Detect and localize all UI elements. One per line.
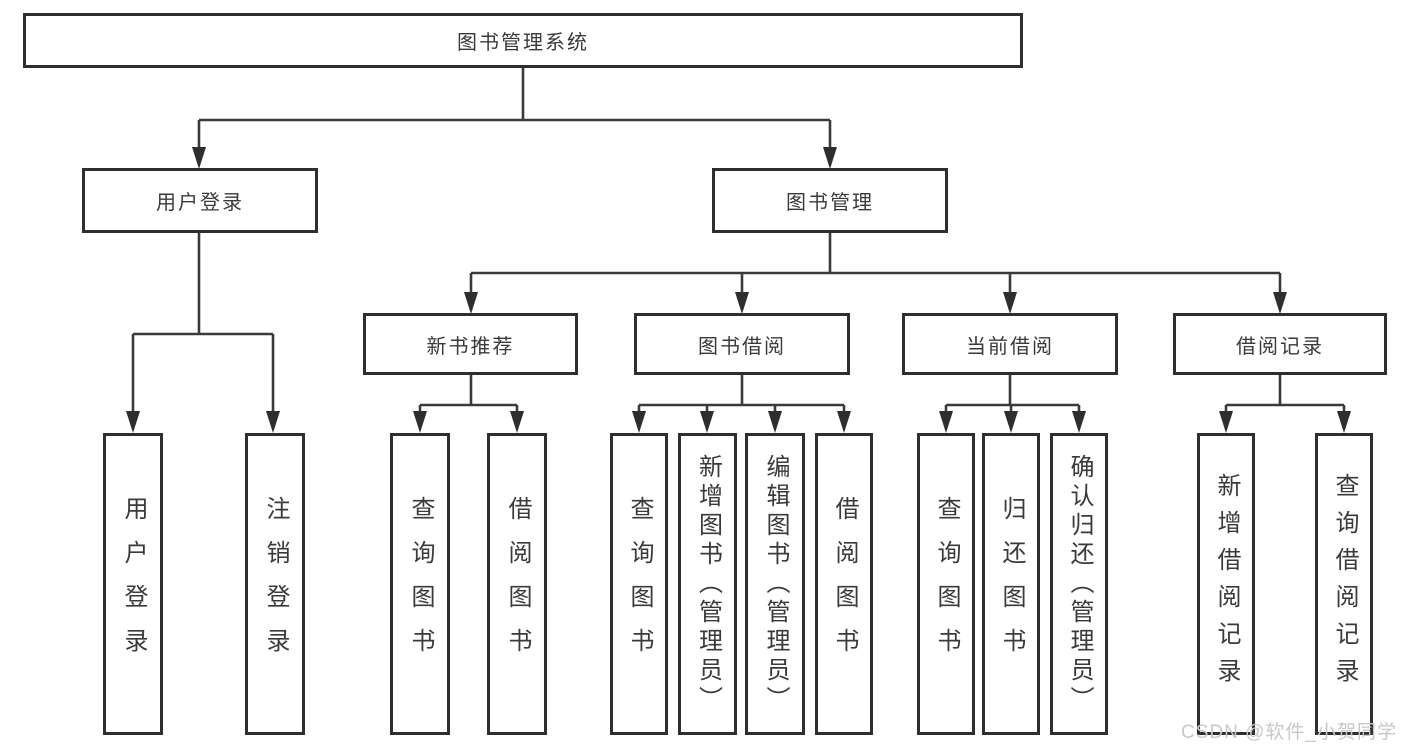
- arrowhead-leaf-query2: [632, 411, 646, 433]
- leaf-logout-label: 注销登录: [262, 496, 289, 672]
- arrowhead-leaf-queryrecord: [1337, 411, 1351, 433]
- leaf-edit-book-admin-label: 编辑图书（管理员）: [762, 453, 789, 715]
- leaf-query-borrow-record-label: 查询借阅记录: [1331, 473, 1358, 695]
- node-root: 图书管理系统: [23, 13, 1023, 68]
- node-new-book-recommend-label: 新书推荐: [426, 335, 515, 358]
- leaf-user-login-label: 用户登录: [120, 496, 147, 672]
- arrowhead-leaf-addbook: [700, 411, 714, 433]
- leaf-add-book-admin: 新增图书（管理员）: [678, 433, 737, 735]
- leaf-borrow-book-2: 借阅图书: [815, 433, 873, 735]
- connector-root-to-level2: [197, 68, 832, 150]
- arrowhead-recommend: [464, 292, 478, 314]
- csdn-watermark: CSDN @软件_小贺同学: [1181, 722, 1397, 743]
- leaf-borrow-book-2-label: 借阅图书: [831, 496, 858, 672]
- leaf-add-borrow-record: 新增借阅记录: [1197, 433, 1255, 735]
- node-user-login: 用户登录: [82, 168, 318, 233]
- leaf-add-book-admin-label: 新增图书（管理员）: [694, 453, 722, 715]
- node-borrow-records: 借阅记录: [1173, 313, 1387, 375]
- leaf-return-book-label: 归还图书: [998, 496, 1025, 672]
- leaf-logout: 注销登录: [245, 433, 305, 735]
- arrowhead-currentborrow: [1003, 292, 1017, 314]
- node-book-management: 图书管理: [712, 168, 948, 233]
- node-root-label: 图书管理系统: [457, 32, 589, 54]
- arrowhead-leaf-return: [1004, 411, 1018, 433]
- connector-bookmgmt-to-level3: [469, 233, 1282, 296]
- node-user-login-label: 用户登录: [156, 192, 244, 214]
- node-book-borrow-label: 图书借阅: [698, 335, 786, 358]
- connector-userlogin-to-leaves: [131, 233, 275, 415]
- leaf-borrow-book-1-label: 借阅图书: [504, 496, 531, 672]
- leaf-query-book-1: 查询图书: [390, 433, 450, 735]
- arrowhead-leaf-query3: [939, 411, 953, 433]
- connector-records-to-leaves: [1224, 375, 1346, 415]
- leaf-query-borrow-record: 查询借阅记录: [1315, 433, 1373, 735]
- leaf-confirm-return-admin-label: 确认归还（管理员）: [1066, 453, 1093, 715]
- leaf-query-book-3-label: 查询图书: [933, 496, 960, 672]
- leaf-query-book-1-label: 查询图书: [407, 496, 434, 672]
- connector-current-to-leaves: [944, 375, 1081, 415]
- leaf-confirm-return-admin: 确认归还（管理员）: [1050, 433, 1108, 735]
- node-current-borrow-label: 当前借阅: [966, 335, 1054, 358]
- leaf-query-book-3: 查询图书: [917, 433, 975, 735]
- arrowhead-bookborrow: [735, 292, 749, 314]
- node-book-management-label: 图书管理: [786, 192, 874, 214]
- leaf-add-borrow-record-label: 新增借阅记录: [1213, 473, 1240, 695]
- arrowhead-leaf-borrow2: [837, 411, 851, 433]
- leaf-edit-book-admin: 编辑图书（管理员）: [745, 433, 805, 735]
- arrowhead-leaf-confirmreturn: [1072, 411, 1086, 433]
- arrowhead-bookmgmt: [823, 147, 837, 169]
- leaf-return-book: 归还图书: [982, 433, 1040, 735]
- arrowhead-leaf-query1: [413, 411, 427, 433]
- connector-recommend-to-leaves: [418, 375, 519, 415]
- arrowhead-leaf-addrecord: [1219, 411, 1233, 433]
- node-current-borrow: 当前借阅: [902, 313, 1118, 375]
- leaf-query-book-2: 查询图书: [610, 433, 668, 735]
- leaf-user-login: 用户登录: [103, 433, 163, 735]
- leaf-borrow-book-1: 借阅图书: [487, 433, 547, 735]
- node-borrow-records-label: 借阅记录: [1236, 335, 1324, 358]
- node-new-book-recommend: 新书推荐: [363, 313, 578, 375]
- leaf-query-book-2-label: 查询图书: [626, 496, 653, 672]
- arrowhead-leaf-logout: [266, 411, 280, 433]
- arrowhead-leaf-editbook: [768, 411, 782, 433]
- connector-borrow-to-leaves: [637, 375, 846, 415]
- arrowhead-userlogin: [192, 147, 206, 169]
- arrowhead-borrowrecords: [1273, 292, 1287, 314]
- arrowhead-leaf-borrow1: [510, 411, 524, 433]
- node-book-borrow: 图书借阅: [634, 313, 850, 375]
- arrowhead-leaf-userlogin: [126, 411, 140, 433]
